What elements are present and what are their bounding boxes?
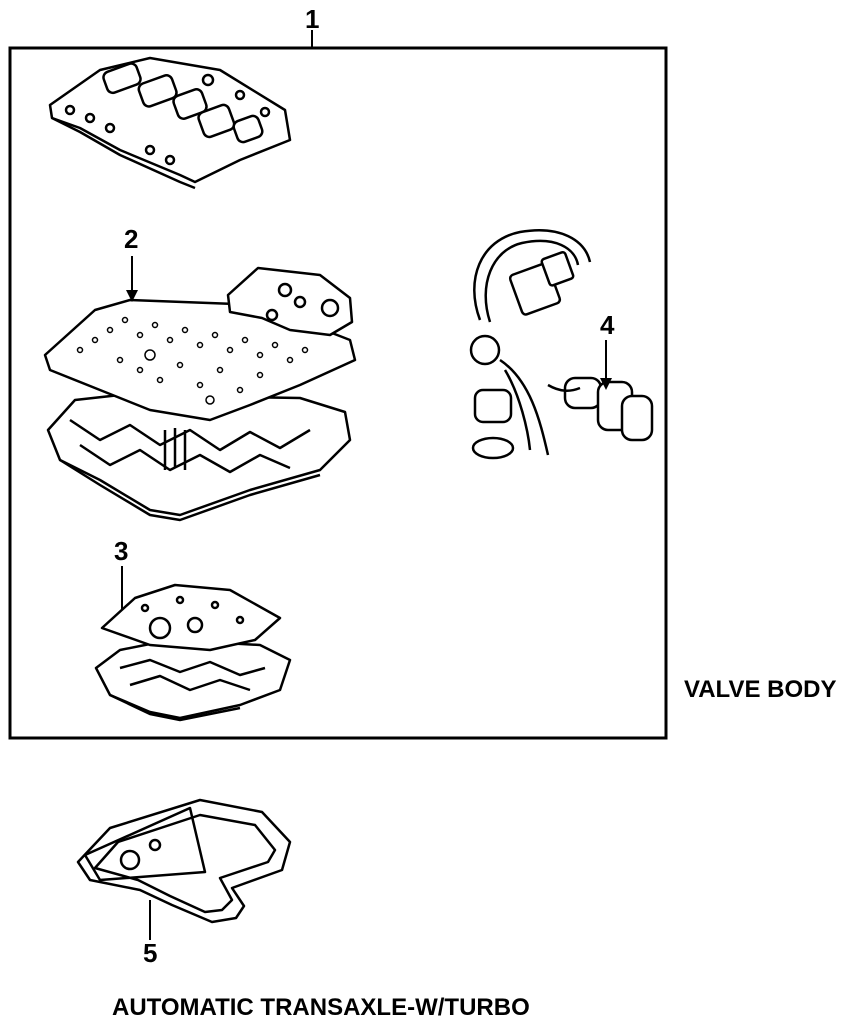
gasket-assembly [94, 583, 292, 722]
assembly-label: AUTOMATIC TRANSAXLE-W/TURBO [112, 994, 530, 1021]
callout-1: 1 [305, 4, 320, 34]
pan-gasket [76, 798, 292, 924]
valve-body-assembly [43, 266, 357, 522]
leader-arrow-4 [600, 378, 612, 390]
callout-2: 2 [124, 224, 139, 254]
upper-valve-body [48, 56, 292, 190]
solenoid-harness [469, 229, 654, 460]
callout-3: 3 [114, 536, 129, 566]
kit-border [8, 46, 668, 740]
callout-4: 4 [600, 310, 615, 340]
callout-5: 5 [143, 938, 158, 968]
section-label: VALVE BODY [684, 676, 837, 703]
leader-arrow-2 [126, 290, 138, 302]
